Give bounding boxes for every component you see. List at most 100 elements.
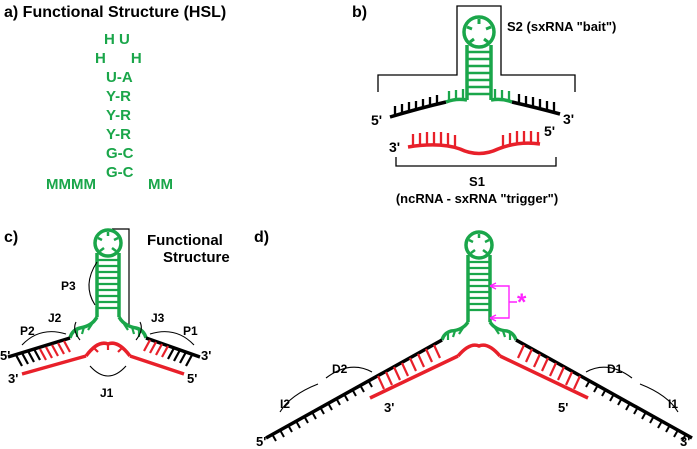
p1-label: P1 <box>183 324 198 338</box>
c-end-left-top: 5' <box>0 348 10 363</box>
d-right-arm-ticks <box>585 379 687 442</box>
tail-left-text: MMMM <box>46 176 96 193</box>
base-pair-text: Y-R <box>106 88 131 105</box>
d-hairpin-loop <box>464 230 494 260</box>
bait-ticks-black <box>393 94 556 116</box>
panel-b-label: b) <box>352 4 367 21</box>
d1-label: D1 <box>607 362 623 376</box>
c-end-right-bottom: 5' <box>187 371 197 386</box>
base-pair-text: G-C <box>106 145 134 162</box>
panel-a: a) Functional Structure (HSL) H U H H U-… <box>4 4 226 193</box>
base-pair-text: Y-R <box>106 107 131 124</box>
bait-ticks-green <box>447 89 511 101</box>
d-left-arm-black <box>265 338 443 440</box>
d-junction-left <box>440 320 470 341</box>
c-end-left-bottom: 3' <box>8 371 18 386</box>
c-right-arm-rungs-red <box>143 339 169 358</box>
i1-label: I1 <box>668 397 678 411</box>
panel-d-label: d) <box>254 229 269 246</box>
magenta-arrow-bottom <box>489 314 497 322</box>
c-right-arm-black <box>145 336 201 359</box>
loop-top-text: H U <box>104 31 130 48</box>
j3-label: J3 <box>151 311 165 325</box>
c-junction-ticks <box>75 323 141 337</box>
s2-label: S2 (sxRNA "bait") <box>507 19 616 34</box>
trigger-ticks <box>411 131 540 147</box>
j3-arc <box>135 321 142 341</box>
pair-list: U-A Y-R Y-R Y-R G-C G-C <box>106 69 134 181</box>
bait-strand-black-right <box>511 100 561 116</box>
tail-right-text: MM <box>148 176 173 193</box>
functional-bracket <box>112 228 130 325</box>
j2-label: J2 <box>48 311 62 325</box>
i2-arc <box>279 383 319 413</box>
j1-label: J1 <box>100 386 114 400</box>
c-right-arm-rungs <box>167 347 193 367</box>
c-left-arm-red <box>21 354 87 376</box>
trigger-3prime: 3' <box>389 139 400 155</box>
panel-a-title: a) Functional Structure (HSL) <box>4 4 226 21</box>
d-right-arm-black <box>515 338 693 440</box>
panel-b: b) 5' 3' 3' 5' S2 (sxRNA "bait") S1 (ncR… <box>352 4 616 206</box>
magenta-star: * <box>517 289 527 316</box>
d-junction-ticks <box>446 327 512 340</box>
d-loop-ticks <box>468 234 490 254</box>
c-end-right-top: 3' <box>201 348 211 363</box>
d-junction-bottom <box>456 343 502 358</box>
p2-arc <box>21 331 67 346</box>
c-junction-bottom-ticks <box>93 345 123 353</box>
d-stem-rungs <box>468 260 490 312</box>
trigger-5prime: 5' <box>544 123 555 139</box>
c-right-arm-red <box>129 354 185 376</box>
bait-3prime: 3' <box>563 111 574 127</box>
c-loop-ticks <box>97 232 119 252</box>
c-left-arm-rungs-red <box>39 340 71 361</box>
loop-sides-text: H H <box>95 50 142 67</box>
functional-label-2: Structure <box>163 249 230 266</box>
d-right-arm-red <box>499 354 589 400</box>
s2-stem-rungs <box>467 50 491 96</box>
i2-label: I2 <box>280 397 290 411</box>
d2-arc <box>325 366 373 379</box>
p2-label: P2 <box>20 324 35 338</box>
c-stem-rungs <box>97 258 119 310</box>
p3-label: P3 <box>61 279 76 293</box>
magenta-arrow-top <box>489 282 497 290</box>
c-junction-right <box>117 316 148 339</box>
j2-arc <box>74 321 81 341</box>
trigger-strand <box>407 141 541 156</box>
d-left-arm-ticks <box>271 379 373 442</box>
bait-5prime: 5' <box>371 112 382 128</box>
panel-c-label: c) <box>4 229 18 246</box>
magenta-bracket <box>490 285 517 319</box>
d-right-arm-rungs-red <box>517 344 581 390</box>
d-end-left: 5' <box>256 434 266 449</box>
d-left-arm-rungs-red <box>377 344 441 390</box>
c-junction-bottom <box>84 341 132 358</box>
base-pair-text: Y-R <box>106 126 131 143</box>
functional-label-1: Functional <box>147 232 223 249</box>
s1-subtitle: (ncRNA - sxRNA "trigger") <box>396 191 558 206</box>
s1-label: S1 <box>469 174 485 189</box>
p3-arc <box>88 261 98 306</box>
s2-bracket <box>377 5 576 92</box>
d-junction-right <box>488 320 518 341</box>
i1-arc <box>639 383 679 413</box>
c-left-arm-rungs <box>15 348 41 367</box>
d-left-arm-red <box>369 354 459 400</box>
d2-label: D2 <box>332 362 348 376</box>
c-hairpin-loop <box>93 228 123 258</box>
j1-arc <box>89 365 127 377</box>
p1-arc <box>149 331 195 346</box>
s1-bracket <box>395 157 557 167</box>
d-end-right: 3' <box>680 434 690 449</box>
s2-loop-ticks <box>466 19 492 44</box>
base-pair-text: U-A <box>106 69 133 86</box>
panel-c: c) Functional Structure <box>0 228 230 400</box>
base-pair-text: G-C <box>106 164 134 181</box>
d-mid-right: 5' <box>558 400 568 415</box>
s2-hairpin-loop <box>462 15 496 49</box>
c-junction-left <box>68 316 99 339</box>
c-left-arm-black <box>7 336 71 359</box>
